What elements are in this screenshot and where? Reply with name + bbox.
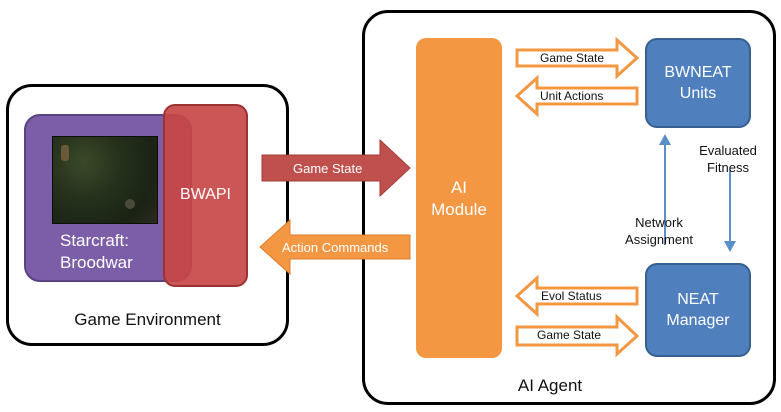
game-screenshot-thumbnail (52, 136, 158, 224)
bwapi-box (163, 104, 248, 287)
network-assignment-line2: Assignment (625, 232, 693, 247)
fitness-up-arrowhead (659, 134, 671, 145)
evaluated-fitness-line1: Evaluated (699, 143, 757, 158)
unit-sprite-2 (125, 199, 135, 209)
game-state-big-arrow (261, 138, 411, 198)
ai-module-label-line2: Module (431, 200, 487, 219)
game-state-top-arrow (515, 36, 640, 80)
assignment-down-arrowhead (724, 241, 736, 252)
evaluated-fitness-label: Evaluated Fitness (688, 142, 768, 176)
game-state-bottom-label: Game State (537, 328, 602, 342)
network-assignment-line1: Network (635, 215, 683, 230)
action-commands-arrow (259, 218, 411, 276)
evol-status-label: Evol Status (541, 289, 602, 303)
neat-line1: NEAT (677, 291, 719, 308)
starcraft-label: Starcraft: Broodwar (60, 230, 180, 274)
ai-module-label-line1: AI (450, 178, 468, 197)
bwapi-label: BWAPI (180, 186, 231, 203)
network-assignment-label: Network Assignment (614, 214, 704, 248)
ai-module-box (416, 38, 502, 358)
ai-agent-label: AI Agent (517, 376, 583, 395)
game-state-bottom-arrow (515, 313, 640, 358)
ai-module-label: AI Module (416, 177, 502, 221)
game-state-big-label: Game State (293, 161, 363, 176)
starcraft-label-line1: Starcraft: (60, 231, 129, 250)
action-commands-label: Action Commands (282, 240, 389, 255)
neat-line2: Manager (666, 312, 730, 329)
neat-manager-box: NEAT Manager (645, 263, 751, 357)
unit-sprite (61, 145, 69, 161)
unit-actions-arrow (514, 74, 639, 118)
bwneat-line2: Units (679, 85, 717, 102)
evol-status-arrow (514, 274, 639, 318)
game-environment-label: Game Environment (74, 310, 221, 329)
game-state-top-label: Game State (540, 51, 605, 65)
unit-actions-label: Unit Actions (540, 89, 604, 103)
bwneat-line1: BWNEAT (664, 64, 732, 81)
bwneat-units-box: BWNEAT Units (645, 38, 751, 128)
starcraft-label-line2: Broodwar (60, 253, 133, 272)
evaluated-fitness-line2: Fitness (707, 160, 749, 175)
